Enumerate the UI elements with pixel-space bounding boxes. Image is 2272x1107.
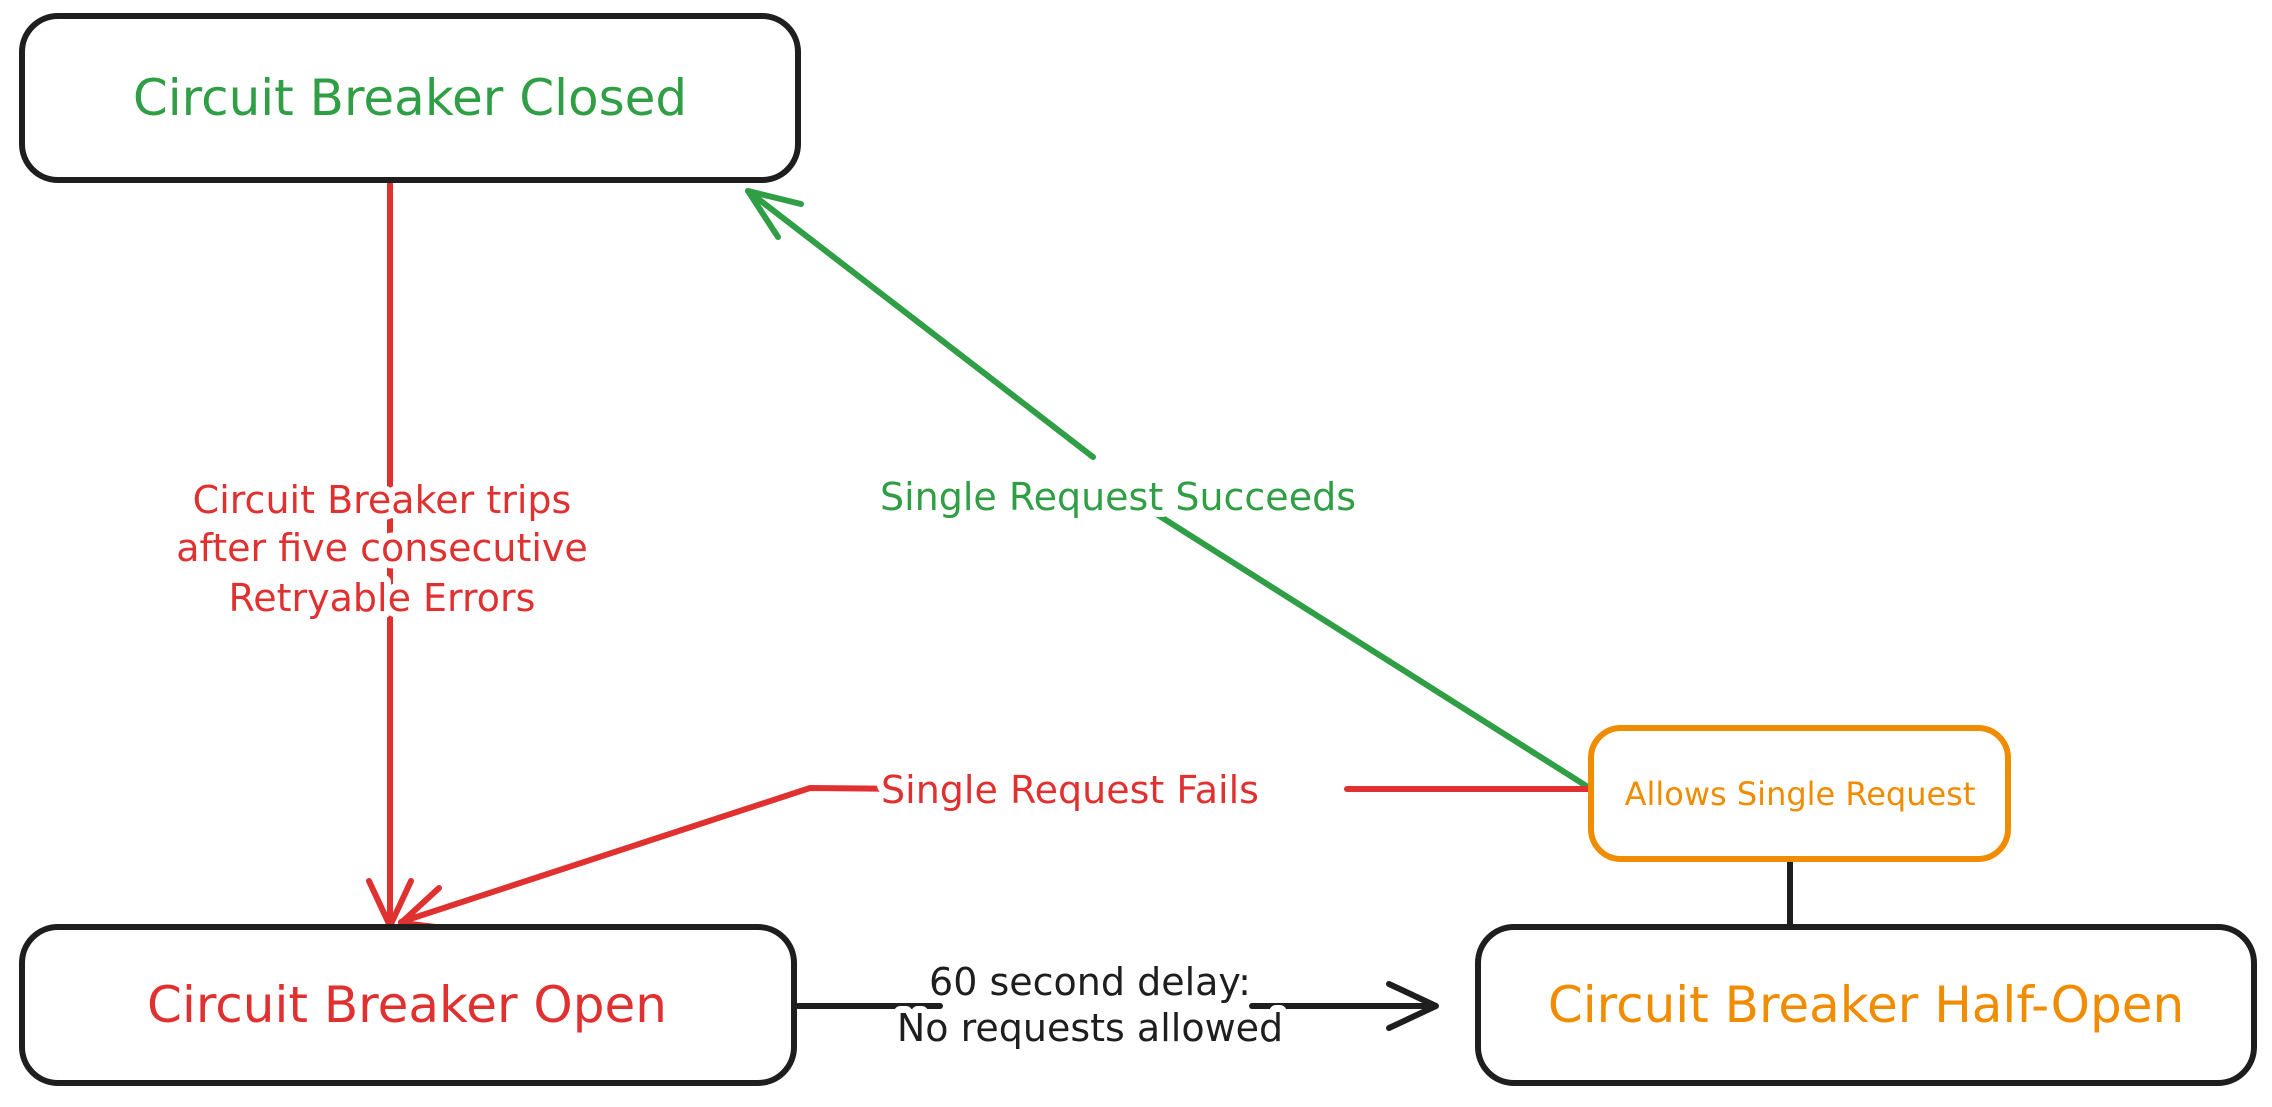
edge-succeeds-line-lower	[1147, 507, 1591, 790]
edge-succeeds-label: Single Request Succeeds	[880, 475, 1356, 519]
node-circuit-breaker-closed: Circuit Breaker Closed	[19, 13, 801, 183]
node-circuit-breaker-half-open: Circuit Breaker Half-Open	[1475, 924, 2257, 1086]
edge-trips: Circuit Breaker trips after five consecu…	[169, 181, 595, 929]
edge-delay-arrowhead-icon	[1386, 981, 1439, 1031]
edge-single-request-fails: Single Request Fails	[398, 761, 1591, 932]
edge-delay-label-line1: 60 second delay:	[929, 960, 1251, 1004]
node-half-open-label: Circuit Breaker Half-Open	[1548, 976, 2184, 1034]
edge-trips-label-line2: after five consecutive	[176, 526, 588, 570]
edge-fails-line-left	[398, 785, 923, 925]
node-closed-box	[19, 13, 801, 183]
node-open-label: Circuit Breaker Open	[147, 976, 667, 1034]
edge-delay-label-line2: No requests allowed	[897, 1006, 1283, 1050]
node-half-open-box	[1475, 924, 2257, 1086]
node-allows-single-request: Allows Single Request	[1588, 725, 2011, 862]
edge-trips-label-line1: Circuit Breaker trips	[193, 478, 572, 522]
node-open-box	[19, 924, 797, 1086]
node-circuit-breaker-open: Circuit Breaker Open	[19, 924, 797, 1086]
edge-delay: 60 second delay: No requests allowed	[795, 953, 1439, 1057]
edge-succeeds-line-upper	[745, 188, 1096, 460]
edge-single-request-succeeds: Single Request Succeeds	[745, 188, 1591, 790]
node-allows-single-request-label: Allows Single Request	[1625, 775, 1976, 813]
node-allows-single-request-box	[1588, 725, 2011, 862]
edge-succeeds-arrowhead-icon	[745, 188, 804, 240]
node-closed-label: Circuit Breaker Closed	[133, 69, 687, 127]
edge-trips-label-line3: Retryable Errors	[229, 576, 536, 620]
edge-fails-label: Single Request Fails	[881, 768, 1259, 812]
